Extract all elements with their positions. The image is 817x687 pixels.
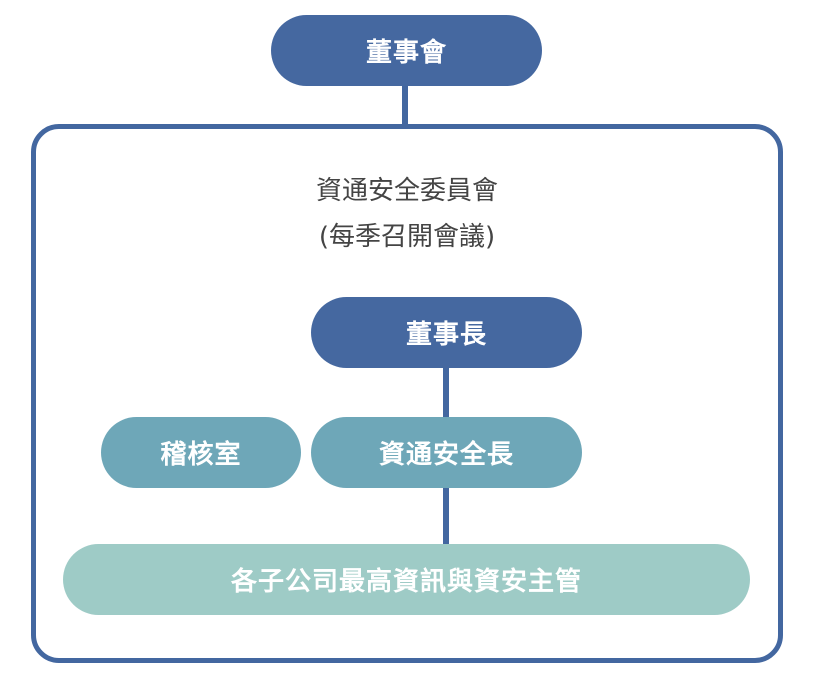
board-label: 董事會: [365, 38, 447, 68]
committee-title: 資通安全委員會: [315, 176, 498, 206]
connector-chairman-ciso: [443, 360, 449, 422]
chairman-node: 董事長: [311, 297, 582, 368]
board-node: 董事會: [271, 15, 542, 86]
connector-ciso-subsidiaries: [443, 482, 449, 548]
connector-board-committee: [402, 84, 408, 126]
subsidiaries-node: 各子公司最高資訊與資安主管: [63, 544, 750, 615]
audit-office-node: 稽核室: [101, 417, 301, 488]
audit-office-label: 稽核室: [160, 440, 242, 470]
chairman-label: 董事長: [405, 320, 487, 350]
ciso-node: 資通安全長: [311, 417, 582, 488]
subsidiaries-label: 各子公司最高資訊與資安主管: [230, 567, 582, 597]
ciso-label: 資通安全長: [378, 440, 514, 470]
committee-note: (每季召開會議): [318, 222, 496, 252]
